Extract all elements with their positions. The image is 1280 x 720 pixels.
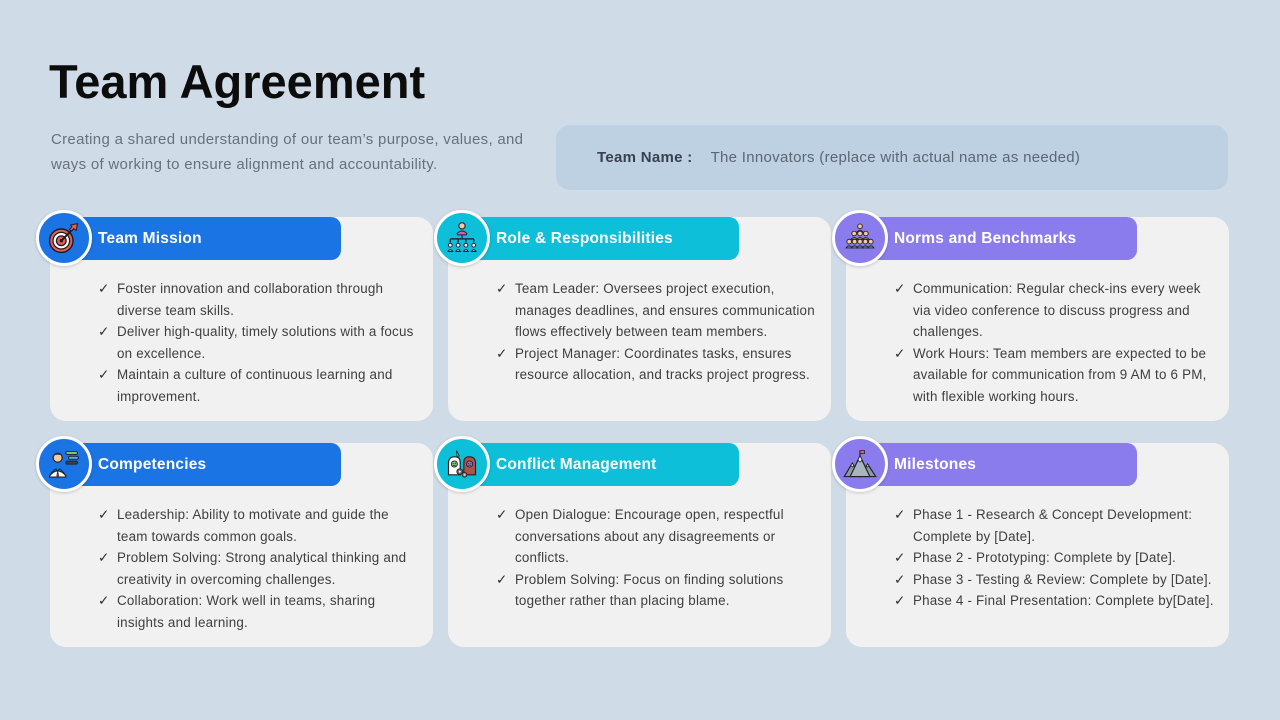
checklist-item-text: Team Leader: Oversees project execution,… [515, 281, 815, 339]
check-icon: ✓ [98, 367, 110, 382]
card-checklist: ✓ Open Dialogue: Encourage open, respectf… [496, 504, 818, 612]
checklist-item-text: Collaboration: Work well in teams, shari… [117, 593, 376, 630]
checklist-item-text: Communication: Regular check-ins every w… [913, 281, 1201, 339]
checklist-item: ✓ Team Leader: Oversees project execution… [496, 278, 818, 343]
check-icon: ✓ [894, 571, 906, 587]
card-title: Team Mission [98, 229, 202, 247]
checklist-item: ✓ Communication: Regular check-ins every … [894, 278, 1216, 343]
conflict-heads-icon [444, 446, 480, 482]
team-name-label: Team Name : [597, 149, 693, 166]
page-title: Team Agreement [49, 55, 426, 108]
card-header-bar: Team Mission [50, 217, 341, 260]
team-name-box: Team Name : The Innovators (replace with… [556, 125, 1228, 190]
card-norms-benchmarks: Norms and Benchmarks ✓ Communication: Reg… [832, 210, 1229, 421]
checklist-item-text: Foster innovation and collaboration thro… [117, 281, 384, 318]
checklist-item-text: Work Hours: Team members are expected to… [913, 345, 1207, 404]
check-icon: ✓ [98, 324, 110, 339]
checklist-item-text: Phase 3 - Testing & Review: Complete by … [913, 571, 1212, 587]
card-checklist: ✓ Foster innovation and collaboration thr… [98, 278, 420, 407]
card-header-bar: Competencies [50, 443, 341, 486]
card-checklist: ✓ Communication: Regular check-ins every … [894, 278, 1216, 407]
page-subtitle: Creating a shared understanding of our t… [51, 131, 524, 173]
checklist-item: ✓ Phase 2 - Prototyping: Complete by [Dat… [894, 547, 1216, 569]
card-header-bar: Conflict Management [448, 443, 739, 486]
card-team-mission: Team Mission ✓ Foster innovation and coll… [36, 210, 433, 421]
mountains-flag-icon [842, 446, 878, 482]
businessman-skills-icon [46, 446, 82, 482]
checklist-item-text: Deliver high-quality, timely solutions w… [117, 324, 414, 361]
card-header-bar: Role & Responsibilities [448, 217, 739, 260]
check-icon: ✓ [894, 507, 906, 522]
checklist-item-text: Phase 4 - Final Presentation: Complete b… [913, 593, 1214, 608]
check-icon: ✓ [98, 281, 110, 296]
checklist-item: ✓ Phase 1 - Research & Concept Developmen… [894, 504, 1216, 547]
checklist-item-text: Problem Solving: Strong analytical think… [117, 550, 407, 587]
checklist-item: ✓ Maintain a culture of continuous learni… [98, 364, 420, 407]
crowd-pyramid-icon [842, 220, 878, 256]
check-icon: ✓ [98, 507, 110, 522]
card-checklist: ✓ Team Leader: Oversees project execution… [496, 278, 818, 386]
checklist-item: ✓ Phase 3 - Testing & Review: Complete by… [894, 569, 1216, 591]
checklist-item: ✓ Collaboration: Work well in teams, shar… [98, 590, 420, 633]
checklist-item-text: Problem Solving: Focus on finding soluti… [515, 571, 784, 609]
team-name-value: The Innovators (replace with actual name… [710, 149, 1081, 166]
card-header-bar: Milestones [846, 443, 1137, 486]
check-icon: ✓ [894, 345, 906, 361]
card-checklist: ✓ Phase 1 - Research & Concept Developmen… [894, 504, 1216, 612]
card-checklist: ✓ Leadership: Ability to motivate and gui… [98, 504, 420, 633]
check-icon: ✓ [894, 281, 906, 296]
checklist-item-text: Maintain a culture of continuous learnin… [117, 367, 393, 404]
card-icon-circle [434, 210, 490, 266]
checklist-item: ✓ Phase 4 - Final Presentation: Complete … [894, 590, 1216, 612]
checklist-item: ✓ Deliver high-quality, timely solutions … [98, 321, 420, 364]
check-icon: ✓ [894, 550, 906, 565]
checklist-item-text: Open Dialogue: Encourage open, respectfu… [515, 507, 784, 565]
card-icon-circle [832, 436, 888, 492]
card-title: Competencies [98, 455, 207, 473]
card-icon-circle [36, 210, 92, 266]
card-role-responsibilities: Role & Responsibilities ✓ Team Leader: Ov… [434, 210, 831, 421]
card-icon-circle [36, 436, 92, 492]
check-icon: ✓ [894, 593, 906, 608]
checklist-item-text: Leadership: Ability to motivate and guid… [117, 507, 389, 544]
card-title: Norms and Benchmarks [894, 229, 1077, 247]
checklist-item-text: Phase 2 - Prototyping: Complete by [Date… [913, 550, 1176, 565]
card-title: Milestones [894, 455, 977, 473]
check-icon: ✓ [496, 507, 508, 522]
checklist-item: ✓ Problem Solving: Focus on finding solut… [496, 569, 818, 612]
card-title: Conflict Management [496, 455, 657, 473]
checklist-item: ✓ Open Dialogue: Encourage open, respectf… [496, 504, 818, 569]
checklist-item: ✓ Work Hours: Team members are expected t… [894, 343, 1216, 408]
checklist-item: ✓ Project Manager: Coordinates tasks, ens… [496, 343, 818, 386]
checklist-item-text: Phase 1 - Research & Concept Development… [913, 507, 1193, 544]
card-header-bar: Norms and Benchmarks [846, 217, 1137, 260]
checklist-item: ✓ Problem Solving: Strong analytical thin… [98, 547, 420, 590]
card-title: Role & Responsibilities [496, 229, 673, 247]
card-competencies: Competencies ✓ Leadership: Ability to mot… [36, 436, 433, 647]
target-dartboard-icon [46, 220, 82, 256]
check-icon: ✓ [98, 593, 110, 608]
checklist-item-text: Project Manager: Coordinates tasks, ensu… [515, 345, 810, 383]
org-chart-icon [444, 220, 480, 256]
card-icon-circle [434, 436, 490, 492]
check-icon: ✓ [98, 550, 110, 565]
check-icon: ✓ [496, 571, 508, 587]
card-conflict-management: Conflict Management ✓ Open Dialogue: Enco… [434, 436, 831, 647]
check-icon: ✓ [496, 281, 508, 296]
checklist-item: ✓ Foster innovation and collaboration thr… [98, 278, 420, 321]
cards-grid: Team Mission ✓ Foster innovation and coll… [36, 210, 1229, 647]
card-milestones: Milestones ✓ Phase 1 - Research & Concept… [832, 436, 1229, 647]
card-icon-circle [832, 210, 888, 266]
checklist-item: ✓ Leadership: Ability to motivate and gui… [98, 504, 420, 547]
check-icon: ✓ [496, 345, 508, 361]
